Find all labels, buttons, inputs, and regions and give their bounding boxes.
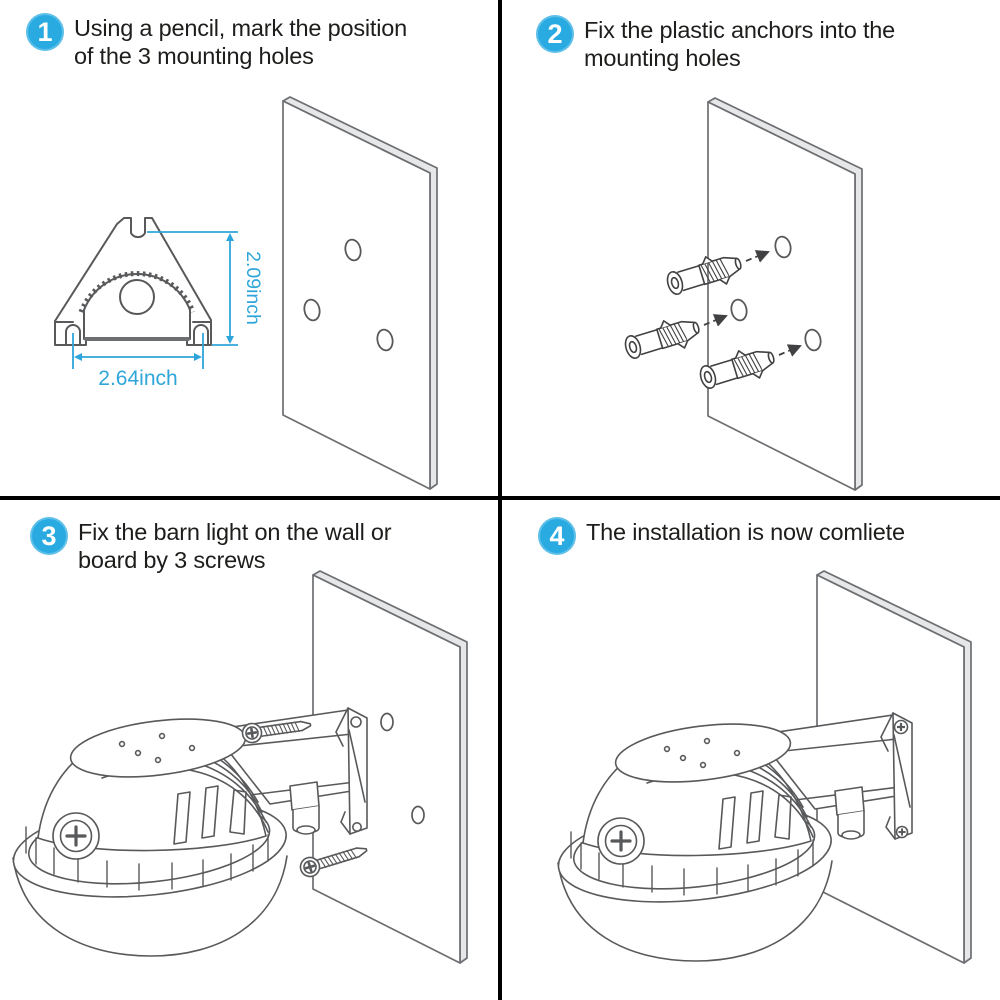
step-text: The installation is now comliete [586, 519, 905, 545]
step-4-badge: 4 [538, 517, 576, 555]
step-number: 4 [549, 520, 565, 551]
dimension-width-label: 2.64inch [98, 367, 177, 390]
step-2-header: 2 Fix the plastic anchors into the mount… [536, 15, 895, 73]
step-2-panel: 2 Fix the plastic anchors into the mount… [500, 0, 1000, 500]
step-number: 1 [37, 16, 53, 47]
step-1-badge: 1 [26, 13, 64, 51]
step-1-panel: 1 Using a pencil, mark the position of t… [0, 0, 500, 500]
step-4-header: 4 The installation is now comliete [538, 517, 905, 555]
step-text: Using a pencil, mark the position of the… [74, 15, 408, 70]
wall-panel [707, 97, 863, 491]
dimension-width: 2.64inch [72, 333, 204, 390]
anchor-arrows [703, 250, 802, 357]
vertical-divider [498, 0, 502, 1000]
step-1-illustration: 2.09inch 2.64inch [54, 96, 438, 490]
step-3-badge: 3 [30, 517, 68, 555]
step-3-header: 3 Fix the barn light on the wall or boar… [30, 517, 392, 575]
step-4-panel: 4 The installation is now comliete [500, 500, 1000, 1000]
horizontal-divider [0, 496, 1000, 500]
mounting-hole [411, 805, 425, 825]
step-2-badge: 2 [536, 15, 574, 53]
step-4-illustration [552, 570, 972, 964]
step-1-header: 1 Using a pencil, mark the position of t… [26, 13, 407, 71]
step-text: Fix the barn light on the wall or board … [78, 519, 392, 574]
dimension-height-label: 2.09inch [242, 251, 264, 325]
step-3-panel: 3 Fix the barn light on the wall or boar… [0, 500, 500, 1000]
wall-anchor-icon [620, 310, 704, 366]
mounting-hole [380, 712, 394, 732]
step-number: 2 [547, 18, 563, 49]
step-3-illustration [7, 570, 468, 964]
barn-light-illustration [7, 706, 369, 958]
mounting-bracket-diagram [54, 217, 212, 346]
step-text: Fix the plastic anchors into the mountin… [584, 17, 896, 72]
wall-panel [282, 96, 438, 490]
barn-light-illustration [552, 711, 914, 963]
dimension-height: 2.09inch [147, 231, 264, 346]
installed-screw-heads [893, 719, 909, 839]
step-2-illustration [620, 97, 863, 491]
step-number: 3 [41, 520, 57, 551]
